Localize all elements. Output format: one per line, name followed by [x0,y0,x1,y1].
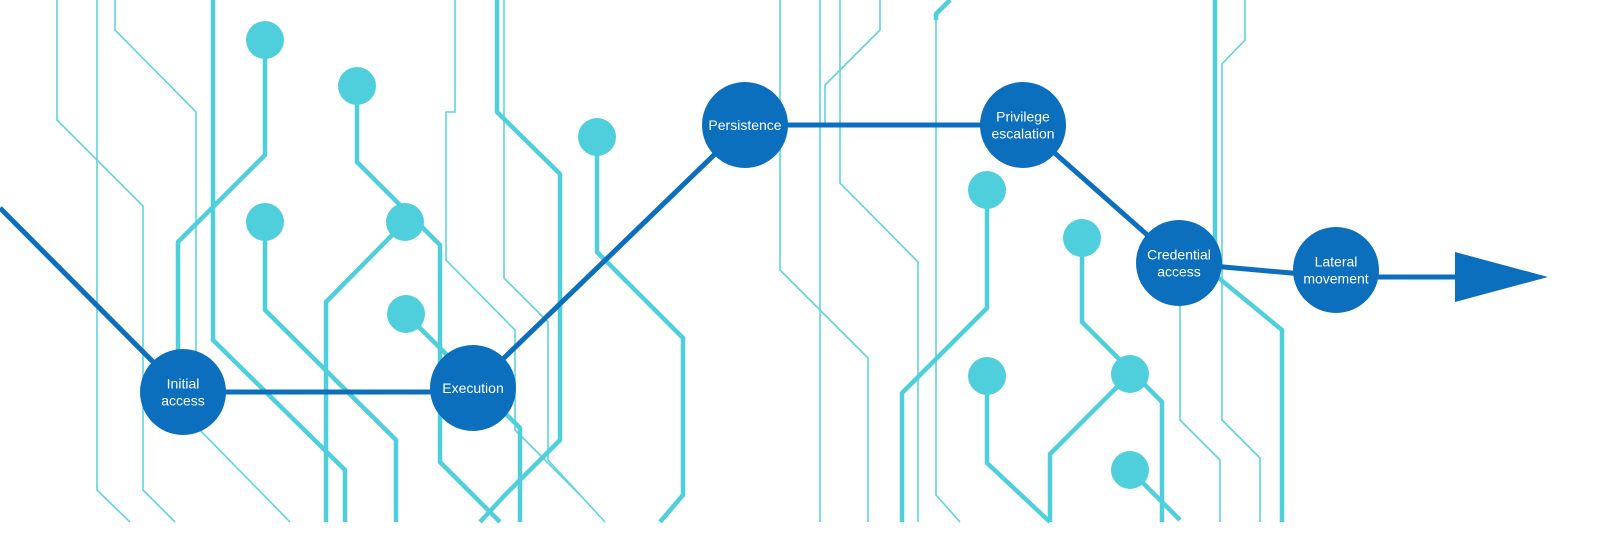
stage-node-circle [980,82,1066,168]
stage-label: movement [1303,271,1368,287]
circuit-pad [387,295,425,333]
stage-label: Execution [442,380,503,396]
stage-node-circle [1293,227,1379,313]
stage-node-circle [1136,220,1222,306]
circuit-pad [1063,219,1101,257]
circuit-pad [968,357,1006,395]
stage-label: access [1157,264,1201,280]
circuit-pad [578,118,616,156]
stage-label: access [161,393,205,409]
circuit-pad [246,21,284,59]
stage-node-persistence: Persistence [702,82,788,168]
circuit-pad [1111,451,1149,489]
circuit-pad [338,67,376,105]
stage-node-execution: Execution [430,345,516,431]
stage-node-circle [702,82,788,168]
stage-label: Persistence [708,117,781,133]
stage-nodes: InitialaccessExecutionPersistencePrivile… [140,82,1379,435]
circuit-pad [246,203,284,241]
circuit-pad [968,171,1006,209]
stage-node-circle [430,345,516,431]
circuit-pad [386,203,424,241]
circuit-pads [246,21,1149,489]
arrow-head-icon [1455,252,1548,302]
stage-label: escalation [991,126,1054,142]
circuit-traces-thin [56,0,1261,523]
stage-label: Lateral [1315,254,1358,270]
stage-node-circle [140,349,226,435]
stage-label: Privilege [996,109,1050,125]
circuit-pad [1111,355,1149,393]
stage-label: Credential [1147,247,1211,263]
stage-label: Initial [167,376,200,392]
